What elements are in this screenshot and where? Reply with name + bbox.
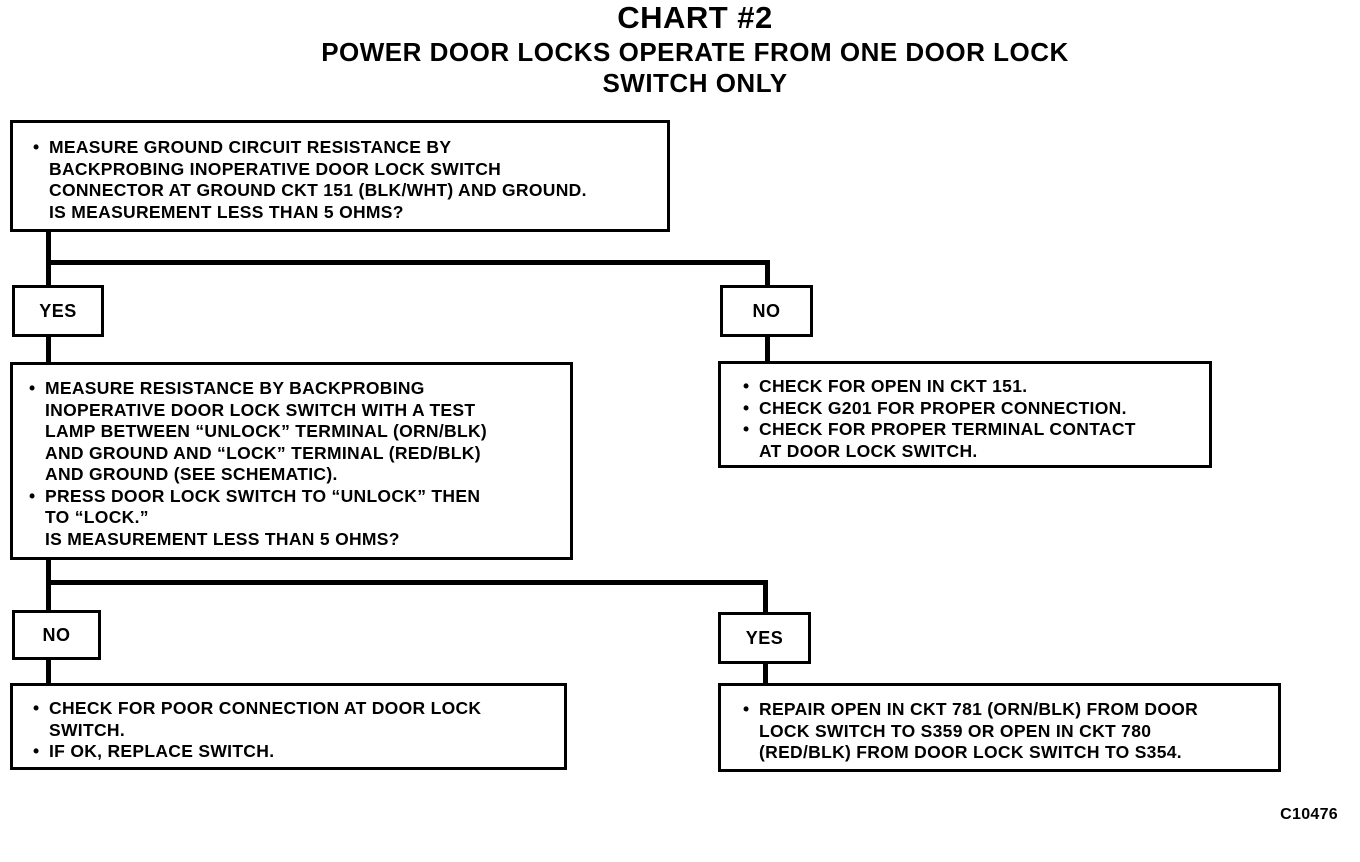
bullet-icon: • — [743, 397, 750, 418]
connector-step1-branch — [46, 260, 770, 265]
bullet-icon: • — [33, 741, 40, 761]
step2-yes-result-line-1: REPAIR OPEN IN CKT 781 (ORN/BLK) FROM DO… — [759, 699, 1199, 719]
step2-bullet1-line-1: MEASURE RESISTANCE BY BACKPROBING — [45, 378, 425, 398]
step1-line-2: BACKPROBING INOPERATIVE DOOR LOCK SWITCH — [49, 158, 502, 179]
step2-yes-result-line-2: LOCK SWITCH TO S359 OR OPEN IN CKT 780 — [759, 720, 1152, 741]
bullet-icon: • — [29, 378, 36, 398]
step1-question-box: • MEASURE GROUND CIRCUIT RESISTANCE BY BA… — [10, 120, 670, 232]
step2-bullet1-line-2: INOPERATIVE DOOR LOCK SWITCH WITH A TEST — [45, 399, 476, 420]
step1-no-result-line-1: CHECK FOR OPEN IN CKT 151. — [759, 376, 1028, 396]
step1-yes-label: YES — [12, 285, 104, 337]
step1-line-3: CONNECTOR AT GROUND CKT 151 (BLK/WHT) AN… — [49, 180, 587, 200]
step1-line-1: MEASURE GROUND CIRCUIT RESISTANCE BY — [49, 137, 452, 157]
step2-bullet1-line-3: LAMP BETWEEN “UNLOCK” TERMINAL (ORN/BLK) — [45, 421, 488, 441]
step2-no-result-line-3: IF OK, REPLACE SWITCH. — [49, 741, 275, 761]
step2-yes-result-box: • REPAIR OPEN IN CKT 781 (ORN/BLK) FROM D… — [718, 683, 1281, 772]
step1-no-result-line-4: AT DOOR LOCK SWITCH. — [759, 440, 978, 461]
step2-bullet2-line-2: TO “LOCK.” — [45, 507, 149, 527]
connector-step1-yes-to-step2 — [46, 335, 51, 364]
bullet-icon: • — [33, 698, 40, 718]
chart-title: CHART #2 — [617, 0, 773, 35]
step2-question-box: • MEASURE RESISTANCE BY BACKPROBING INOPE… — [10, 362, 573, 560]
step2-yes-result-line-3: (RED/BLK) FROM DOOR LOCK SWITCH TO S354. — [759, 742, 1182, 762]
step2-bullet1-line-5: AND GROUND (SEE SCHEMATIC). — [45, 464, 338, 484]
connector-step2-branch — [46, 580, 768, 585]
connector-step1-down — [46, 230, 51, 286]
bullet-icon: • — [743, 699, 750, 719]
step2-yes-label: YES — [718, 612, 811, 664]
bullet-icon: • — [743, 376, 750, 396]
connector-step2-yes-down — [763, 580, 768, 613]
chart-subtitle-line-2: SWITCH ONLY — [602, 68, 788, 98]
step1-no-result-box: • CHECK FOR OPEN IN CKT 151. • CHECK G201 … — [718, 361, 1212, 468]
step1-no-label: NO — [720, 285, 813, 337]
connector-step1-no-to-result — [765, 335, 770, 362]
step2-bullet2-line-1: PRESS DOOR LOCK SWITCH TO “UNLOCK” THEN — [45, 485, 481, 506]
connector-step2-yes-to-result — [763, 662, 768, 684]
step2-bullet2-line-3: IS MEASUREMENT LESS THAN 5 OHMS? — [45, 528, 400, 549]
connector-step1-no-down — [765, 260, 770, 286]
connector-step2-no-to-result — [46, 658, 51, 684]
step1-no-result-line-3: CHECK FOR PROPER TERMINAL CONTACT — [759, 419, 1136, 439]
step2-no-result-line-1: CHECK FOR POOR CONNECTION AT DOOR LOCK — [49, 698, 482, 718]
step1-no-result-line-2: CHECK G201 FOR PROPER CONNECTION. — [759, 397, 1127, 418]
step2-no-label: NO — [12, 610, 101, 660]
bullet-icon: • — [29, 485, 36, 506]
step2-bullet1-line-4: AND GROUND AND “LOCK” TERMINAL (RED/BLK) — [45, 442, 481, 463]
step2-no-result-box: •CHECK FOR POOR CONNECTION AT DOOR LOCK … — [10, 683, 567, 770]
chart-subtitle-line-1: POWER DOOR LOCKS OPERATE FROM ONE DOOR L… — [321, 37, 1069, 67]
step2-no-result-line-2: SWITCH. — [49, 719, 125, 740]
figure-code: C10476 — [1280, 806, 1338, 823]
step1-line-4: IS MEASUREMENT LESS THAN 5 OHMS? — [49, 201, 404, 222]
bullet-icon: • — [743, 419, 750, 439]
bullet-icon: • — [33, 137, 40, 157]
